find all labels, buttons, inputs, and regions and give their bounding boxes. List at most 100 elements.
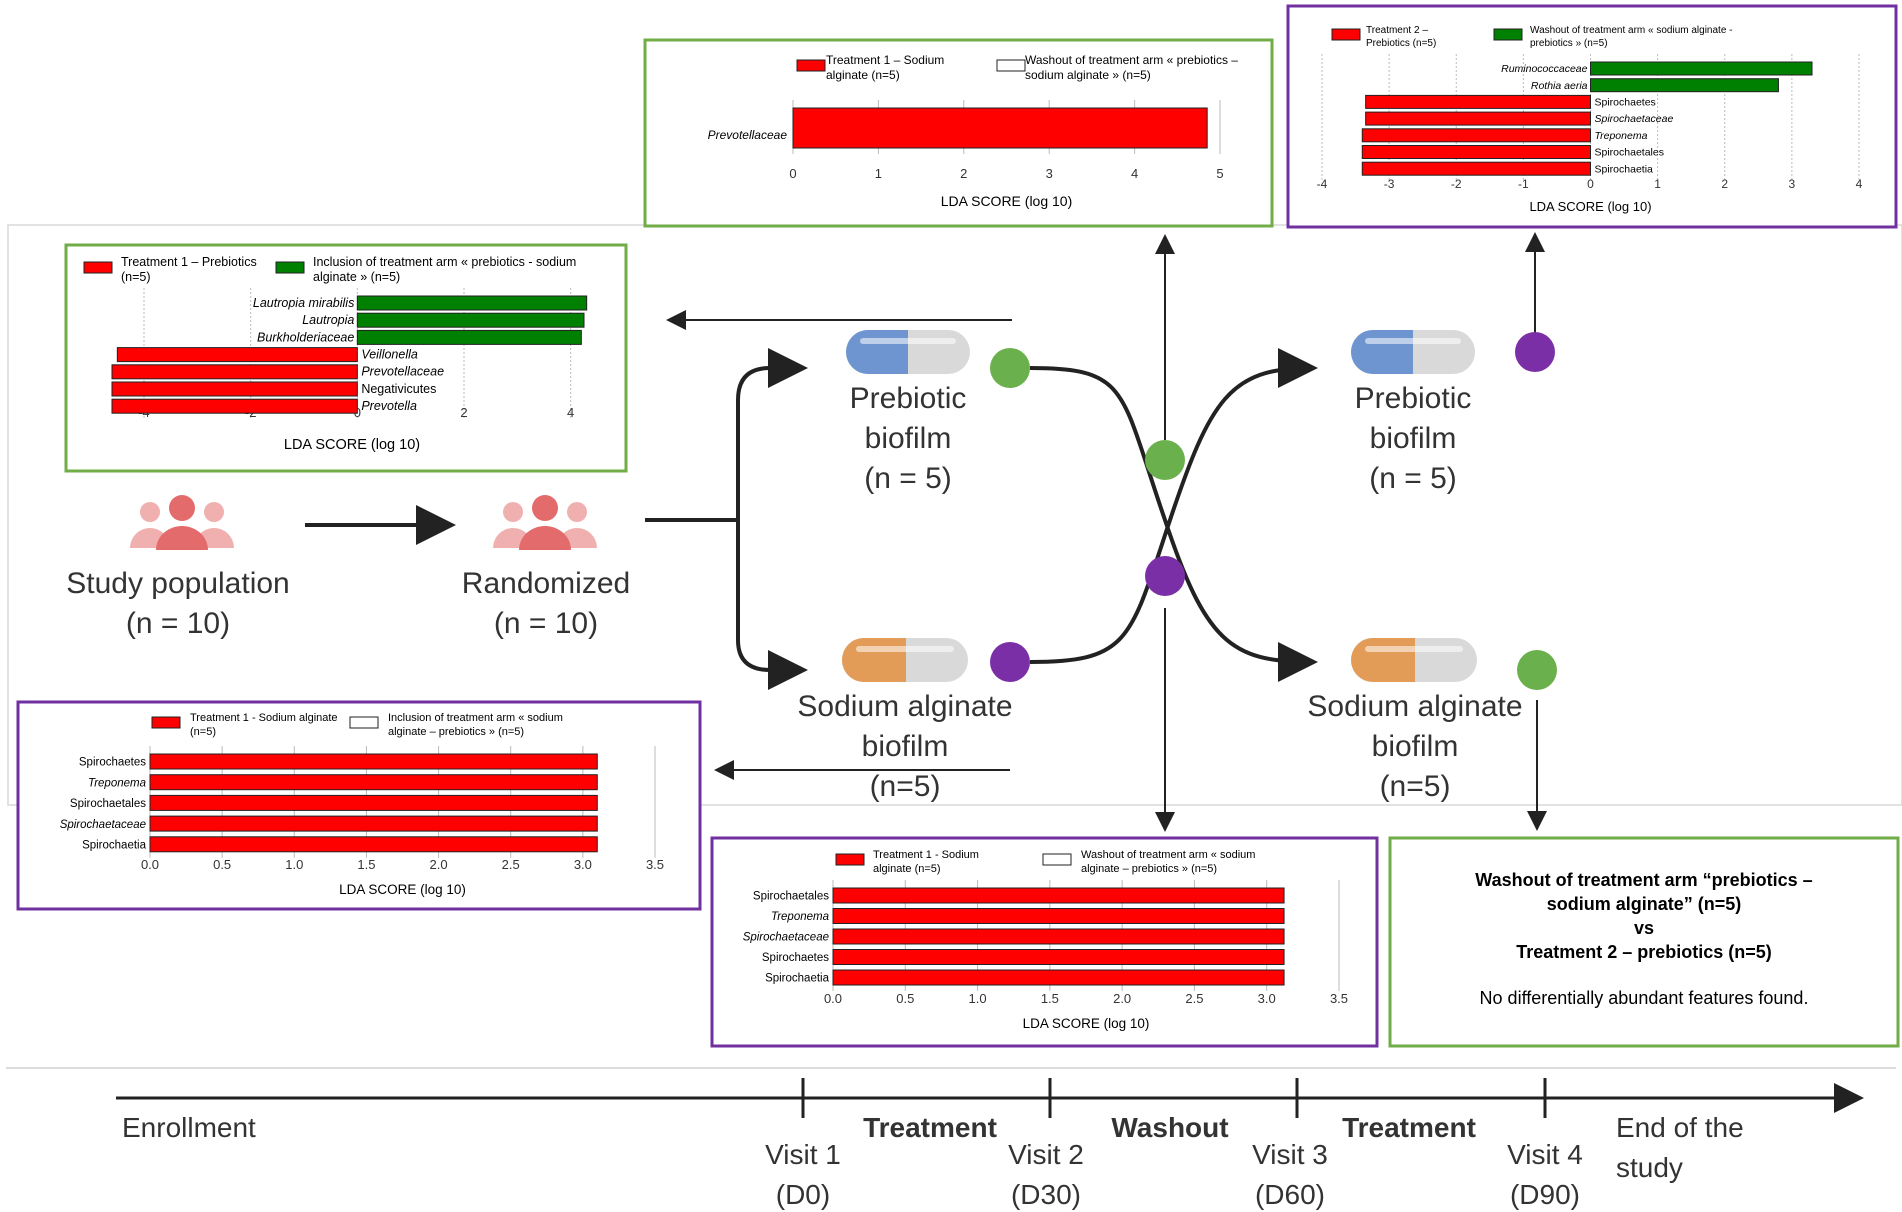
chart-e-bar — [832, 908, 1285, 924]
chart-d-tick-label: 3.5 — [646, 857, 664, 872]
chart-c-tick-label: 1 — [1654, 177, 1661, 191]
timeline-visit2-day: (D30) — [1011, 1179, 1081, 1210]
chart-c-legend-swatch — [1331, 28, 1361, 41]
chart-c-bar-label: Spirochaetes — [1595, 97, 1656, 109]
chart-c-bar-label: Rothia aeria — [1531, 80, 1588, 92]
chart-d-bar-label: Spirochaetia — [82, 840, 147, 852]
chart-b-legend-label: sodium alginate » (n=5) — [1025, 68, 1151, 82]
chart-b-tick-label: 0 — [789, 166, 796, 181]
chart-e-legend-label: Washout of treatment arm « sodium — [1081, 849, 1255, 861]
chart-b-tick-label: 4 — [1131, 166, 1138, 181]
chart-e-bar — [832, 887, 1285, 904]
timeline-visit4-day: (D90) — [1510, 1179, 1580, 1210]
chart-d-legend-label: Treatment 1 - Sodium alginate — [190, 712, 338, 724]
chart-a-bar — [356, 312, 585, 328]
chart-a-bar — [111, 398, 358, 414]
no-features-note: No differentially abundant features foun… — [1480, 988, 1809, 1008]
sodium-alginate-pill-icon-right — [1351, 638, 1477, 682]
chart-a-tick-label: 4 — [567, 405, 574, 420]
chart-a-bar-label: Negativicutes — [361, 382, 436, 396]
chart-a-bar — [111, 381, 358, 397]
chart-c-bar — [1361, 161, 1592, 176]
chart-b-xlabel: LDA SCORE (log 10) — [941, 193, 1073, 209]
chart-e-bar — [832, 969, 1285, 986]
sodium-biofilm-left-line1: Sodium alginate — [797, 690, 1012, 723]
purple-dot-washout — [1145, 556, 1185, 596]
chart-e-bar-label: Spirochaetia — [765, 973, 830, 985]
prebiotic-pill-icon-left — [846, 330, 970, 374]
randomized-n: (n = 10) — [494, 607, 598, 640]
chart-c-tick-label: 2 — [1721, 177, 1728, 191]
chart-c-tick-label: -2 — [1451, 177, 1462, 191]
study-population-label: Study population — [66, 567, 290, 600]
chart-b-tick-label: 3 — [1046, 166, 1053, 181]
chart-a-bar — [116, 347, 358, 363]
timeline-visit3-name: Visit 3 — [1252, 1139, 1328, 1170]
chart-c-legend-label: Treatment 2 – — [1366, 25, 1428, 36]
chart-b-bar — [792, 107, 1208, 149]
chart-e-legend-label: alginate (n=5) — [873, 863, 941, 875]
chart-d-tick-label: 1.5 — [357, 857, 375, 872]
chart-d-bar — [149, 836, 598, 853]
sodium-alginate-pill-icon-left — [842, 638, 968, 682]
chart-e-bar-label: Spirochaetales — [753, 891, 829, 903]
chart-e-tick-label: 1.5 — [1041, 991, 1059, 1006]
prebiotic-biofilm-left-line3: (n = 5) — [864, 462, 952, 495]
chart-c-bar-label: Spirochaetia — [1595, 163, 1654, 175]
timeline-visit2-name: Visit 2 — [1008, 1139, 1084, 1170]
sodium-biofilm-right-line3: (n=5) — [1380, 770, 1451, 803]
chart-b-legend-label: Washout of treatment arm « prebiotics – — [1025, 53, 1238, 67]
timeline-end-line1: End of the — [1616, 1112, 1744, 1143]
chart-d-tick-label: 1.0 — [285, 857, 303, 872]
chart-c-bar — [1590, 61, 1813, 76]
timeline-phase-treatment-2: Treatment — [1342, 1112, 1476, 1143]
chart-d-legend-label: (n=5) — [190, 726, 216, 738]
chart-d-legend-swatch — [349, 716, 379, 729]
no-features-line2: sodium alginate” (n=5) — [1547, 894, 1742, 914]
chart-d-tick-label: 3.0 — [574, 857, 592, 872]
no-features-line1: Washout of treatment arm “prebiotics – — [1475, 870, 1812, 890]
chart-a-tick-label: 2 — [460, 405, 467, 420]
timeline-visit4-name: Visit 4 — [1507, 1139, 1583, 1170]
fork-arrow-down — [736, 520, 808, 690]
chart-e-tick-label: 3.0 — [1258, 991, 1276, 1006]
chart-e-tick-label: 0.5 — [896, 991, 914, 1006]
chart-c-legend-swatch — [1493, 28, 1523, 41]
chart-a-bar-label: Burkholderiaceae — [257, 330, 354, 344]
timeline-phase-treatment-1: Treatment — [863, 1112, 997, 1143]
sodium-biofilm-left-line2: biofilm — [862, 730, 949, 763]
green-dot-prebiotic-left — [990, 348, 1030, 388]
chart-b-tick-label: 1 — [875, 166, 882, 181]
chart-e-tick-label: 3.5 — [1330, 991, 1348, 1006]
green-dot-sodium-right — [1517, 650, 1557, 690]
chart-a-bar-label: Lautropia mirabilis — [253, 296, 354, 310]
study-population-n: (n = 10) — [126, 607, 230, 640]
randomized-label: Randomized — [462, 567, 630, 600]
chart-e-legend-label: alginate – prebiotics » (n=5) — [1081, 863, 1217, 875]
fork-arrow-up — [736, 348, 808, 520]
chart-a-bar — [111, 364, 358, 380]
no-features-box — [1388, 836, 1900, 1048]
timeline-end-line2: study — [1616, 1152, 1683, 1183]
chart-d-bar-label: Spirochaetes — [79, 757, 146, 769]
chart-c-bar-label: Spirochaetales — [1595, 147, 1664, 159]
timeline-visit1-name: Visit 1 — [765, 1139, 841, 1170]
chart-c-legend-label: Prebiotics (n=5) — [1366, 38, 1436, 49]
chart-e-xlabel: LDA SCORE (log 10) — [1023, 1016, 1150, 1031]
timeline-phase-washout: Washout — [1111, 1112, 1228, 1143]
green-dot-washout — [1145, 440, 1185, 480]
chart-d-tick-label: 2.5 — [502, 857, 520, 872]
chart-d-tick-label: 0.0 — [141, 857, 159, 872]
chart-c-bar — [1590, 78, 1779, 93]
timeline-visit1-day: (D0) — [776, 1179, 830, 1210]
prebiotic-biofilm-right-line1: Prebiotic — [1355, 382, 1472, 415]
prebiotic-biofilm-left-line2: biofilm — [865, 422, 952, 455]
prebiotic-biofilm-left-line1: Prebiotic — [850, 382, 967, 415]
chart-d-legend-label: alginate – prebiotics » (n=5) — [388, 726, 524, 738]
chart-c-bar-label: Spirochaetaceae — [1595, 113, 1674, 125]
chart-c-tick-label: 4 — [1856, 177, 1863, 191]
chart-e-bar-label: Spirochaetaceae — [743, 932, 829, 944]
study-population-icon — [130, 495, 234, 550]
